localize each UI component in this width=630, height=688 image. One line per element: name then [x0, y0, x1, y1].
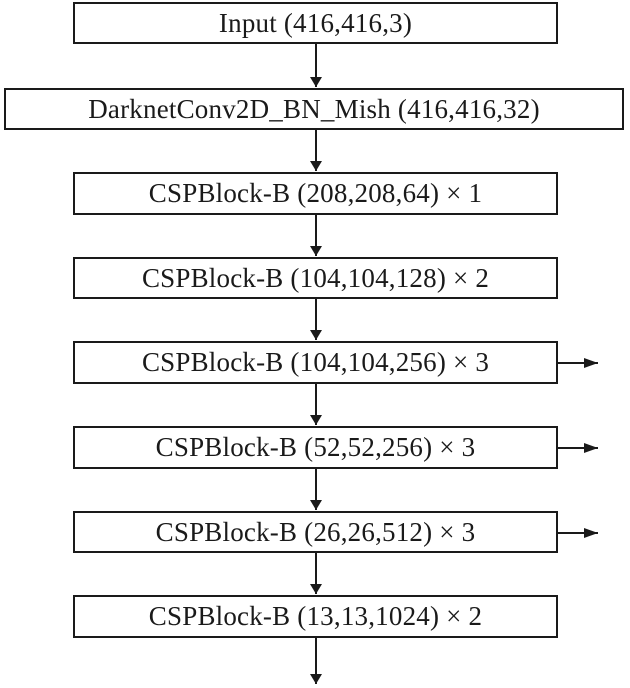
darknet-conv-block: DarknetConv2D_BN_Mish (416,416,32) [4, 88, 624, 130]
csp-block-104-256: CSPBlock-B (104,104,256) × 3 [73, 341, 558, 384]
csp-block-13: CSPBlock-B (13,13,1024) × 2 [73, 595, 558, 638]
csp-block-104-128: CSPBlock-B (104,104,128) × 2 [73, 257, 558, 299]
csp-block-52: CSPBlock-B (52,52,256) × 3 [73, 426, 558, 469]
input-block: Input (416,416,3) [73, 2, 558, 44]
csp-block-208: CSPBlock-B (208,208,64) × 1 [73, 172, 558, 215]
csp-block-26: CSPBlock-B (26,26,512) × 3 [73, 511, 558, 553]
